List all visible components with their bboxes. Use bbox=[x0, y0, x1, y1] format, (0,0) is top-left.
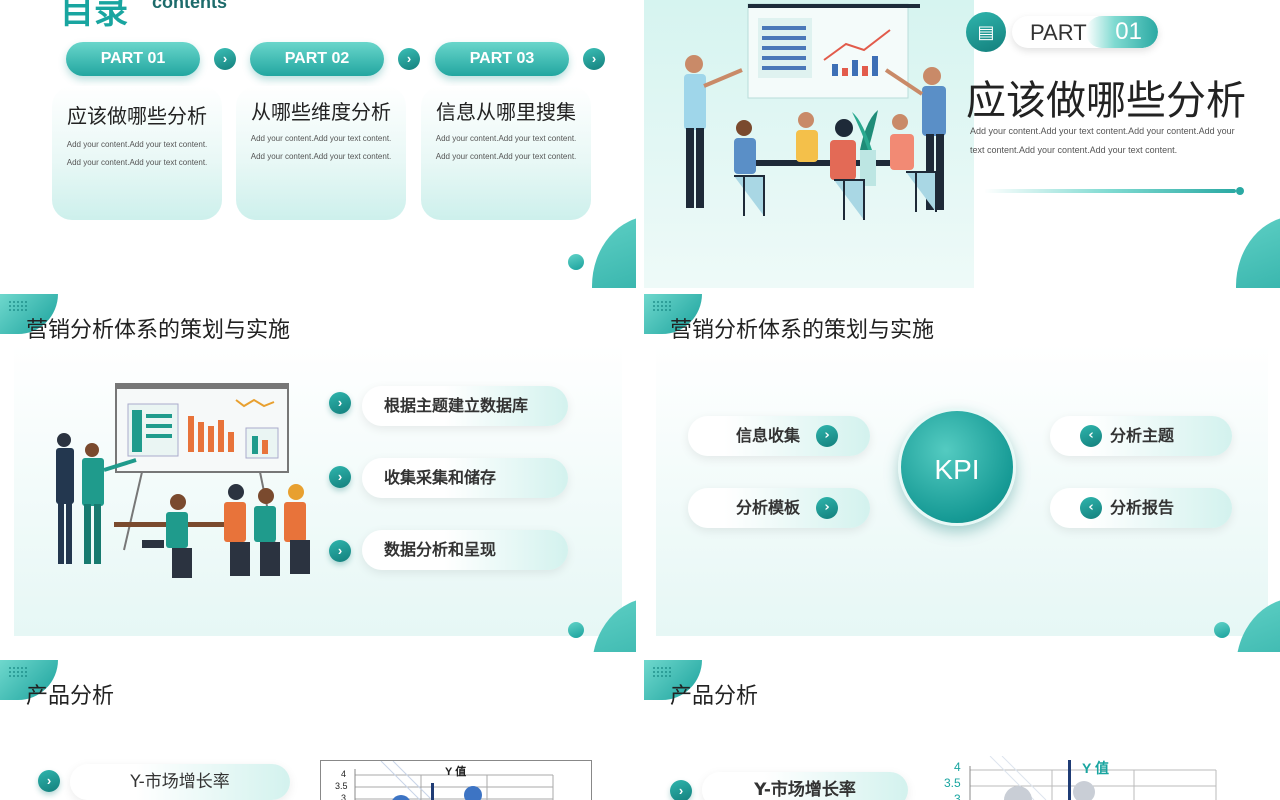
metric-pill: Y-市场增长率 bbox=[702, 772, 908, 800]
slide-part-01[interactable]: ▤ PART 01 应该做哪些分析 Add your content.Add y… bbox=[644, 0, 1280, 288]
slide-title: 产品分析 bbox=[26, 684, 115, 709]
slide-kpi[interactable]: 营销分析体系的策划与实施 信息收集 › 分析模板 › KPI ‹ 分析主题 ‹ … bbox=[644, 294, 1280, 652]
slide-product-analysis-2[interactable]: 产品分析 › Y-市场增长率 Y 值 4 3.5 3 bbox=[644, 660, 1280, 800]
chevron-right-icon: › bbox=[329, 466, 351, 488]
chevron-right-icon: › bbox=[329, 540, 351, 562]
chart-point bbox=[464, 786, 482, 800]
kpi-item-report: ‹ 分析报告 bbox=[1050, 488, 1232, 528]
kpi-item-info-collect: 信息收集 › bbox=[688, 416, 870, 456]
card-title: 信息从哪里搜集 bbox=[436, 100, 576, 124]
card-text: Add your content.Add your text content.A… bbox=[435, 134, 577, 161]
kpi-circle: KPI bbox=[898, 408, 1016, 526]
part-03-card: 信息从哪里搜集 Add your content.Add your text c… bbox=[421, 86, 591, 220]
y-tick-label: 3 bbox=[341, 793, 347, 800]
divider-line bbox=[984, 189, 1236, 193]
y-tick-label: 3.5 bbox=[944, 776, 961, 790]
part-label: PART bbox=[1030, 20, 1087, 45]
chart-point bbox=[392, 795, 410, 800]
chart-title: Y 值 bbox=[445, 766, 467, 778]
chevron-right-icon: › bbox=[329, 392, 351, 414]
decor-dot bbox=[568, 622, 584, 638]
chevron-right-icon: › bbox=[214, 48, 236, 70]
chevron-right-icon: › bbox=[670, 780, 692, 800]
y-tick-label: 4 bbox=[341, 769, 347, 779]
y-tick-label: 4 bbox=[954, 760, 961, 774]
section-heading: 应该做哪些分析 bbox=[966, 78, 1246, 124]
corner-decoration bbox=[592, 216, 636, 288]
chevron-right-icon: › bbox=[816, 425, 838, 447]
chart-point bbox=[1004, 786, 1032, 800]
part-01-pill: PART 01 bbox=[66, 42, 200, 76]
part-badge: PART 01 bbox=[1012, 16, 1158, 48]
card-text: Add your content.Add your text content.A… bbox=[66, 140, 208, 167]
part-number: 01 bbox=[1086, 16, 1158, 48]
slide-toc[interactable]: 目录 contents PART 01 › PART 02 › PART 03 … bbox=[0, 0, 636, 288]
part-02-pill: PART 02 bbox=[250, 42, 384, 76]
presentation-icon: ▤ bbox=[966, 12, 1006, 52]
kpi-item-theme: ‹ 分析主题 bbox=[1050, 416, 1232, 456]
bubble-chart: Y 值 4 3.5 3 bbox=[320, 760, 592, 800]
card-title: 从哪些维度分析 bbox=[251, 100, 391, 124]
kpi-item-template: 分析模板 › bbox=[688, 488, 870, 528]
chevron-left-icon: ‹ bbox=[1080, 497, 1102, 519]
chevron-left-icon: ‹ bbox=[1080, 425, 1102, 447]
y-tick-label: 3 bbox=[954, 792, 961, 800]
chevron-right-icon: › bbox=[398, 48, 420, 70]
card-text: Add your content.Add your text content.A… bbox=[250, 134, 392, 161]
slide-title: 产品分析 bbox=[670, 684, 759, 709]
slide-marketing-plan[interactable]: 营销分析体系的策划与实施 › 根据主题建立数据库 › 收集采集和储存 › 数据分… bbox=[0, 294, 636, 652]
divider-dot bbox=[1236, 187, 1244, 195]
part-01-card: 应该做哪些分析 Add your content.Add your text c… bbox=[52, 86, 222, 220]
list-item: 收集采集和储存 bbox=[362, 458, 568, 498]
section-body: Add your content.Add your text content.A… bbox=[970, 126, 1235, 155]
decor-dot bbox=[1214, 622, 1230, 638]
part-02-card: 从哪些维度分析 Add your content.Add your text c… bbox=[236, 86, 406, 220]
card-title: 应该做哪些分析 bbox=[67, 104, 207, 128]
presentation-illustration bbox=[56, 383, 310, 578]
slide-title: 营销分析体系的策划与实施 bbox=[670, 318, 935, 343]
toc-subtitle: contents bbox=[152, 0, 228, 12]
chevron-right-icon: › bbox=[583, 48, 605, 70]
y-tick-label: 3.5 bbox=[335, 781, 348, 791]
chevron-right-icon: › bbox=[38, 770, 60, 792]
toc-title: 目录 bbox=[60, 0, 128, 32]
chevron-right-icon: › bbox=[816, 497, 838, 519]
list-item: 数据分析和呈现 bbox=[362, 530, 568, 570]
corner-decoration bbox=[1236, 216, 1280, 288]
metric-pill: Y-市场增长率 bbox=[70, 764, 290, 800]
chart-point bbox=[1073, 781, 1095, 800]
slide-product-analysis[interactable]: 产品分析 › Y-市场增长率 Y 值 4 3.5 3 bbox=[0, 660, 636, 800]
list-item: 根据主题建立数据库 bbox=[362, 386, 568, 426]
slide-title: 营销分析体系的策划与实施 bbox=[26, 318, 291, 343]
bubble-chart: Y 值 4 3.5 3 bbox=[934, 756, 1234, 800]
meeting-illustration bbox=[684, 3, 946, 220]
decor-dot bbox=[568, 254, 584, 270]
part-03-pill: PART 03 bbox=[435, 42, 569, 76]
chart-title: Y 值 bbox=[1082, 760, 1109, 776]
